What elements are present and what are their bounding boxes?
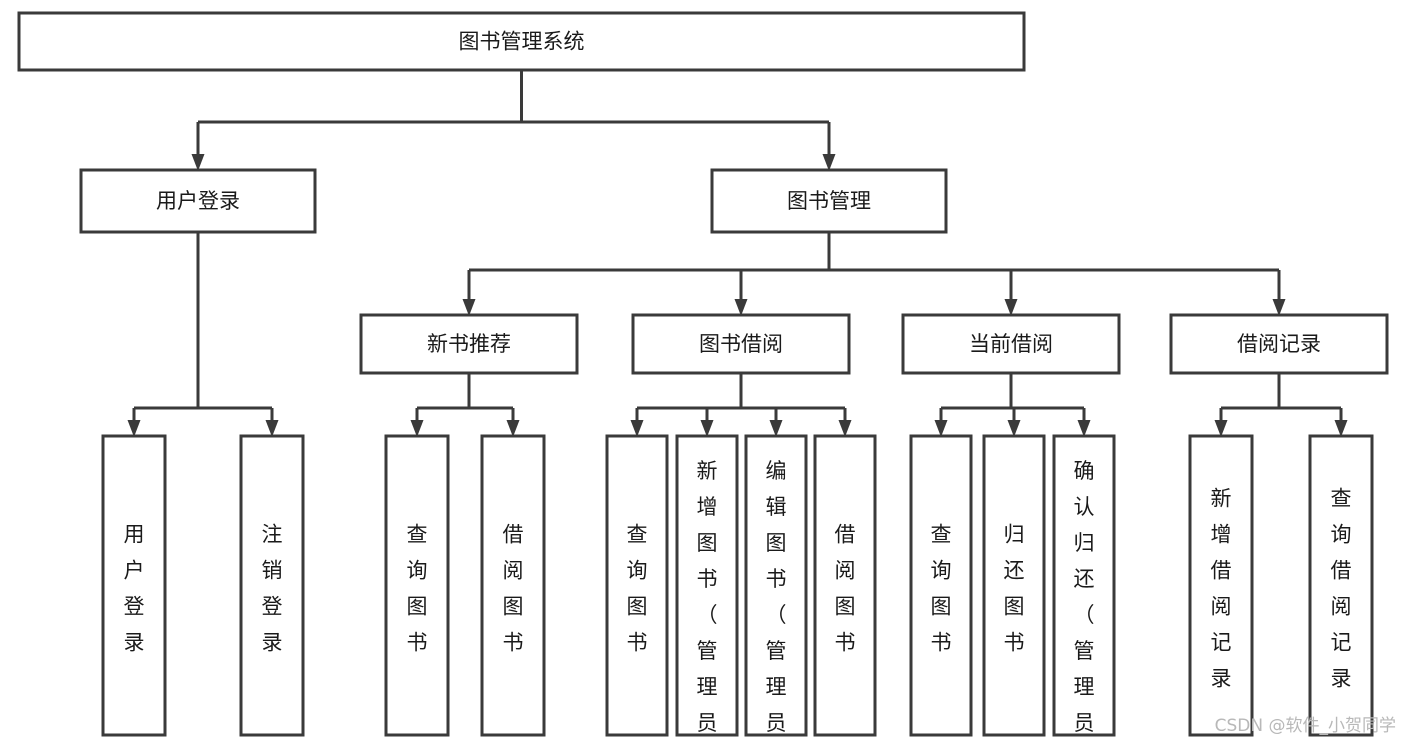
csdn-watermark: CSDN @软件_小贺同学 xyxy=(1215,716,1396,736)
node-box-leaf-query-book-rec[interactable] xyxy=(384,434,450,737)
connector-group-book-borrow xyxy=(630,373,852,437)
node-label-borrow-record: 借阅记录 xyxy=(1237,332,1321,356)
connector-group-new-book-recommend xyxy=(410,373,520,437)
node-label-leaf-query-book-current: 查询图书 xyxy=(931,523,952,655)
node-label-leaf-return-book: 归还图书 xyxy=(1004,523,1025,655)
node-book-borrow[interactable]: 图书借阅 xyxy=(631,313,851,375)
node-label-current-borrow: 当前借阅 xyxy=(969,332,1053,356)
node-box-leaf-return-book[interactable] xyxy=(982,434,1046,737)
node-label-leaf-query-book-rec: 查询图书 xyxy=(407,523,428,655)
node-box-leaf-user-login[interactable] xyxy=(101,434,167,737)
node-box-root[interactable] xyxy=(17,11,1026,72)
node-box-leaf-query-borrow-record[interactable] xyxy=(1308,434,1374,737)
node-label-leaf-query-borrow-record: 查询借阅记录 xyxy=(1331,487,1352,691)
node-box-leaf-borrow-book-rec[interactable] xyxy=(480,434,546,737)
node-label-leaf-add-book-admin: 新增图书（管理员） xyxy=(697,459,718,747)
node-label-leaf-user-login: 用户登录 xyxy=(124,523,145,655)
node-label-user-login: 用户登录 xyxy=(156,189,240,213)
node-box-new-book-recommend[interactable] xyxy=(359,313,579,375)
node-label-leaf-edit-book-admin: 编辑图书（管理员） xyxy=(766,459,787,747)
connector-group-root xyxy=(191,70,836,171)
node-box-book-manage[interactable] xyxy=(710,168,948,234)
node-label-leaf-user-logout: 注销登录 xyxy=(262,523,283,655)
connector-group-book-manage xyxy=(462,232,1286,316)
node-leaf-user-logout[interactable]: 注销登录 xyxy=(239,434,305,737)
node-leaf-edit-book-admin[interactable]: 编辑图书（管理员） xyxy=(744,434,808,747)
node-label-book-borrow: 图书借阅 xyxy=(699,332,783,356)
node-leaf-query-borrow-record[interactable]: 查询借阅记录 xyxy=(1308,434,1374,737)
connectors-layer xyxy=(127,70,1348,437)
node-book-manage[interactable]: 图书管理 xyxy=(710,168,948,234)
node-label-new-book-recommend: 新书推荐 xyxy=(427,332,511,356)
node-box-leaf-user-logout[interactable] xyxy=(239,434,305,737)
node-box-user-login[interactable] xyxy=(79,168,317,234)
node-leaf-confirm-return-admin[interactable]: 确认归还（管理员） xyxy=(1052,434,1116,747)
node-root[interactable]: 图书管理系统 xyxy=(17,11,1026,72)
node-box-leaf-edit-book-admin[interactable] xyxy=(744,434,808,737)
node-leaf-query-book-rec[interactable]: 查询图书 xyxy=(384,434,450,737)
node-box-current-borrow[interactable] xyxy=(901,313,1121,375)
node-label-root: 图书管理系统 xyxy=(459,30,585,54)
node-box-borrow-record[interactable] xyxy=(1169,313,1389,375)
node-label-leaf-borrow-book-rec: 借阅图书 xyxy=(503,523,524,655)
node-leaf-query-book-current[interactable]: 查询图书 xyxy=(909,434,973,737)
node-leaf-user-login[interactable]: 用户登录 xyxy=(101,434,167,737)
node-borrow-record[interactable]: 借阅记录 xyxy=(1169,313,1389,375)
node-label-leaf-add-borrow-record: 新增借阅记录 xyxy=(1211,487,1232,691)
node-user-login[interactable]: 用户登录 xyxy=(79,168,317,234)
node-leaf-borrow-book[interactable]: 借阅图书 xyxy=(813,434,877,737)
node-box-leaf-query-book-current[interactable] xyxy=(909,434,973,737)
node-leaf-query-book-borrow[interactable]: 查询图书 xyxy=(605,434,669,737)
node-label-book-manage: 图书管理 xyxy=(787,189,871,213)
node-new-book-recommend[interactable]: 新书推荐 xyxy=(359,313,579,375)
nodes-layer: 图书管理系统用户登录图书管理新书推荐图书借阅当前借阅借阅记录用户登录注销登录查询… xyxy=(17,11,1389,747)
node-leaf-return-book[interactable]: 归还图书 xyxy=(982,434,1046,737)
node-box-leaf-query-book-borrow[interactable] xyxy=(605,434,669,737)
node-box-leaf-borrow-book[interactable] xyxy=(813,434,877,737)
node-leaf-add-borrow-record[interactable]: 新增借阅记录 xyxy=(1188,434,1254,737)
node-box-leaf-add-book-admin[interactable] xyxy=(675,434,739,737)
node-label-leaf-query-book-borrow: 查询图书 xyxy=(627,523,648,655)
node-leaf-add-book-admin[interactable]: 新增图书（管理员） xyxy=(675,434,739,747)
node-leaf-borrow-book-rec[interactable]: 借阅图书 xyxy=(480,434,546,737)
node-box-leaf-confirm-return-admin[interactable] xyxy=(1052,434,1116,737)
node-label-leaf-borrow-book: 借阅图书 xyxy=(835,523,856,655)
node-box-leaf-add-borrow-record[interactable] xyxy=(1188,434,1254,737)
node-current-borrow[interactable]: 当前借阅 xyxy=(901,313,1121,375)
connector-group-user-login xyxy=(127,232,279,437)
connector-group-current-borrow xyxy=(934,373,1091,437)
node-box-book-borrow[interactable] xyxy=(631,313,851,375)
connector-group-borrow-record xyxy=(1214,373,1348,437)
node-label-leaf-confirm-return-admin: 确认归还（管理员） xyxy=(1074,459,1095,747)
